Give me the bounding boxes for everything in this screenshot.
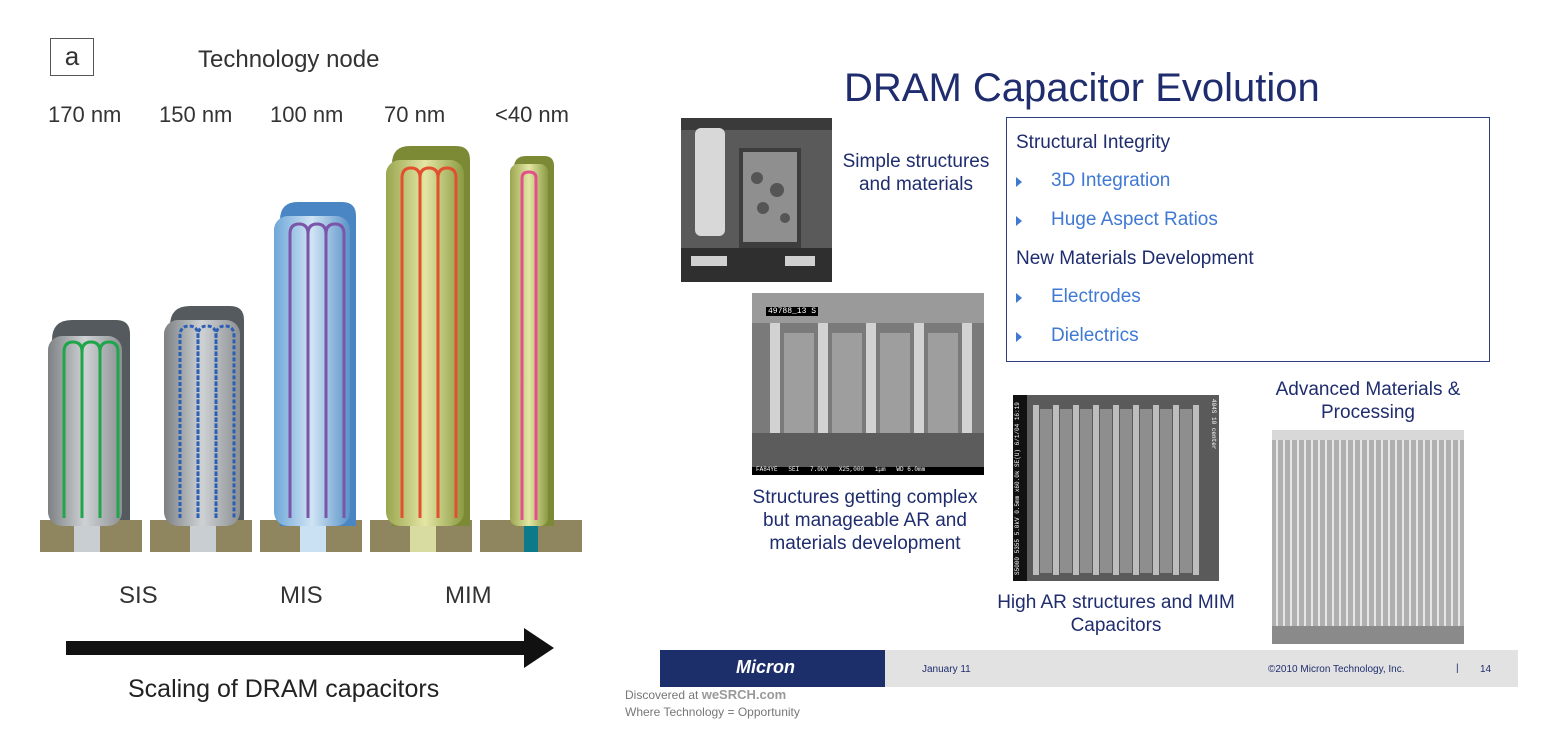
- box-item-3d-integration: 3D Integration: [1051, 170, 1171, 191]
- figure-title: Technology node: [198, 46, 380, 73]
- sem-image-high-ar: 404S 10 center S5000 5355 5.0kV 0.5mm x6…: [1013, 395, 1219, 581]
- slide-title: DRAM Capacitor Evolution: [844, 66, 1320, 110]
- bullet-icon: [1016, 177, 1022, 187]
- node-label-150nm: 150 nm: [159, 102, 233, 127]
- capacitor-70nm: [386, 146, 470, 552]
- footer-copyright: ©2010 Micron Technology, Inc.: [1268, 664, 1405, 675]
- box-heading-materials: New Materials Development: [1016, 248, 1254, 269]
- micron-logo-text: Micron: [736, 657, 796, 677]
- node-label-70nm: 70 nm: [384, 102, 446, 127]
- sem-tag-mid: 49788_13 S: [766, 307, 819, 316]
- sem-scale-mid: FA84YE SEI 7.0kV X25,000 1μm WD 6.0mm: [756, 466, 926, 473]
- node-label-40nm: <40 nm: [495, 102, 569, 127]
- discovered-site: weSRCH.com: [701, 687, 787, 702]
- sem-tag-right: 404S 10 center: [1210, 399, 1217, 450]
- capacitor-170nm: [48, 320, 130, 552]
- scaling-caption: Scaling of DRAM capacitors: [128, 675, 440, 703]
- capacitor-100nm: [274, 202, 356, 552]
- discovered-tagline: Where Technology = Opportunity: [625, 705, 800, 719]
- caption-complex: Structures getting complex but manageabl…: [752, 487, 978, 554]
- panel-label: a: [50, 38, 94, 76]
- bullet-icon: [1016, 216, 1022, 226]
- sem-image-advanced: [1272, 430, 1464, 644]
- class-label-mis: MIS: [280, 582, 323, 609]
- discovered-line: Discovered at weSRCH.com: [625, 687, 786, 702]
- micron-logo: [660, 650, 885, 687]
- node-label-100nm: 100 nm: [270, 102, 344, 127]
- caption-simple: Simple structures and materials: [842, 151, 990, 195]
- capacitor-40nm: [510, 156, 554, 552]
- sem-image-simple: [681, 118, 832, 282]
- box-item-aspect-ratios: Huge Aspect Ratios: [1051, 209, 1218, 230]
- box-heading-structural: Structural Integrity: [1016, 132, 1171, 153]
- footer-separator: |: [1456, 663, 1459, 674]
- node-label-170nm: 170 nm: [48, 102, 122, 127]
- class-label-mim: MIM: [445, 582, 492, 609]
- footer-page-number: 14: [1480, 664, 1492, 675]
- box-item-dielectrics: Dielectrics: [1051, 325, 1139, 346]
- caption-high-ar: High AR structures and MIM Capacitors: [997, 592, 1235, 636]
- footer-date: January 11: [922, 664, 971, 675]
- bullet-icon: [1016, 293, 1022, 303]
- capacitor-150nm: [164, 306, 244, 552]
- scaling-arrow: [66, 628, 554, 668]
- class-label-sis: SIS: [119, 582, 158, 609]
- sem-side-right: S5000 5355 5.0kV 0.5mm x60.0k SE(U) 6/1/…: [1014, 402, 1021, 575]
- key-points-box: Structural Integrity 3D Integration Huge…: [1006, 117, 1490, 362]
- caption-advanced: Advanced Materials & Processing: [1275, 379, 1461, 423]
- discovered-prefix: Discovered at: [625, 688, 699, 702]
- capacitor-diagram: [40, 146, 582, 552]
- bullet-icon: [1016, 332, 1022, 342]
- sem-image-complex: 49788_13 S FA84YE SEI 7.0kV X25,000 1μm …: [752, 293, 984, 475]
- box-item-electrodes: Electrodes: [1051, 286, 1141, 307]
